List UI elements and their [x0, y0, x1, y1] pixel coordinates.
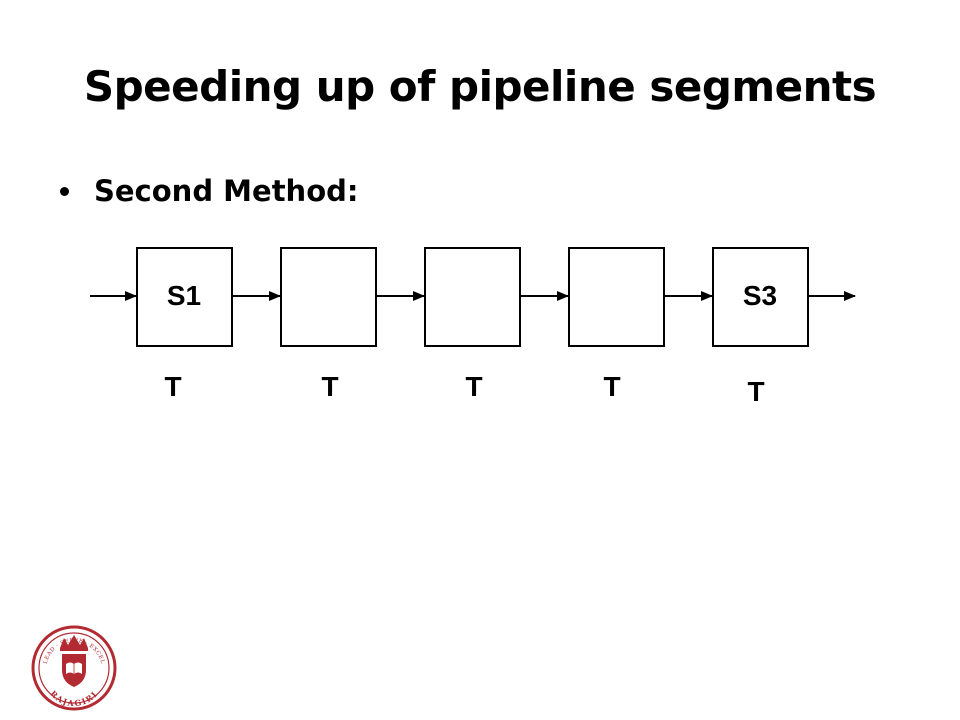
pipeline-stage-5: S3 T: [712, 247, 809, 407]
bullet-dot-icon: [60, 186, 69, 196]
stage-label: S3: [743, 280, 777, 311]
pipeline-stage-2: T: [280, 247, 377, 402]
stage-time-label: T: [164, 371, 181, 402]
stage-box: [424, 247, 521, 347]
pipeline-stage-3: T: [424, 247, 521, 402]
bullet-item: Second Method:: [60, 174, 358, 208]
stage-label: S1: [167, 280, 201, 311]
stage-time-label: T: [321, 371, 338, 402]
stage-box: [568, 247, 665, 347]
pipeline-stage-4: T: [568, 247, 665, 402]
slide-title: Speeding up of pipeline segments: [83, 62, 877, 111]
stage-time-label: T: [465, 371, 482, 402]
stage-time-label: T: [747, 376, 764, 407]
bullet-text: Second Method:: [94, 174, 359, 208]
stage-time-label: T: [603, 371, 620, 402]
stage-box: [712, 247, 809, 347]
stage-box: [136, 247, 233, 347]
rajagiri-crest-icon: LEAD · SERVE · EXCEL RAJAGIRI: [31, 625, 117, 711]
stage-box: [280, 247, 377, 347]
pipeline-stage-1: S1 T: [136, 247, 233, 402]
